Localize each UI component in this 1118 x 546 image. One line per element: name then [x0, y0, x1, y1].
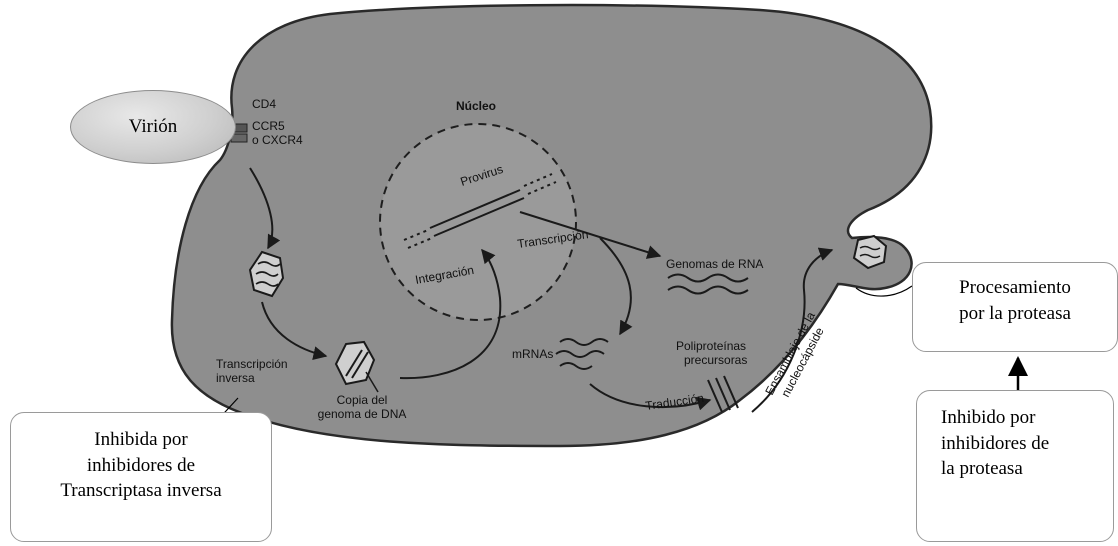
protease-inhibition-line-3: la proteasa: [941, 456, 1113, 482]
dna-copy-label-1: Copia del: [337, 393, 388, 407]
rna-genomes-label: Genomas de RNA: [666, 257, 763, 271]
virion-badge: Virión: [70, 90, 236, 164]
polyproteins-label-2: precursoras: [684, 353, 747, 367]
protease-processing-line-1: Procesamiento: [913, 275, 1117, 301]
mrnas-label: mRNAs: [512, 347, 553, 361]
ccr5-label: CCR5: [252, 119, 285, 133]
rt-inhibition-line-1: Inhibida por: [11, 427, 271, 453]
nucleus: [380, 124, 576, 320]
protease-processing-line-2: por la proteasa: [913, 301, 1117, 327]
rt-inhibition-callout: Inhibida por inhibidores de Transcriptas…: [10, 412, 272, 542]
dna-copy-label-2: genoma de DNA: [318, 407, 407, 421]
reverse-transcription-label-2: inversa: [216, 371, 255, 385]
nucleus-label: Núcleo: [456, 99, 496, 113]
virion-label: Virión: [129, 116, 177, 138]
cd4-label: CD4: [252, 97, 276, 111]
cxcr4-label: o CXCR4: [252, 133, 303, 147]
protease-inhibition-line-1: Inhibido por: [941, 405, 1113, 431]
rt-inhibition-line-2: inhibidores de: [11, 453, 271, 479]
protease-processing-callout: Procesamiento por la proteasa: [912, 262, 1118, 352]
rt-inhibition-line-3: Transcriptasa inversa: [11, 478, 271, 504]
polyproteins-label-1: Poliproteínas: [676, 339, 746, 353]
reverse-transcription-label-1: Transcripción: [216, 357, 288, 371]
protease-inhibition-callout: Inhibido por inhibidores de la proteasa: [916, 390, 1114, 542]
protease-inhibition-line-2: inhibidores de: [941, 431, 1113, 457]
